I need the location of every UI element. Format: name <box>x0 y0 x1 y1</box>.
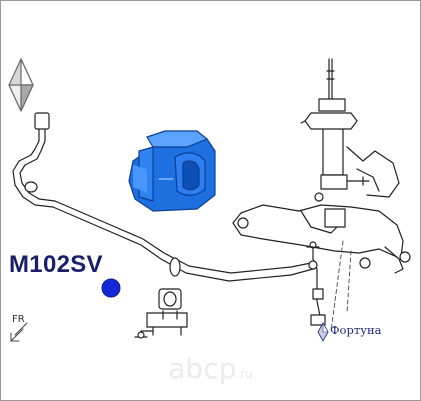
watermark-main: abcp <box>168 352 237 385</box>
brand-diamond-icon <box>317 322 329 342</box>
bushing-bracket <box>134 288 188 339</box>
watermark-suffix: .ru <box>236 367 253 381</box>
stabilizer-bar <box>12 112 314 282</box>
part-number: M102SV <box>9 251 103 278</box>
fr-label: FR <box>12 314 25 325</box>
diamond-logo <box>8 58 34 112</box>
blue-bushing <box>128 130 216 212</box>
shock-absorber <box>300 58 370 202</box>
bushing-callout-marker <box>101 278 121 298</box>
lower-control-arm <box>232 146 411 274</box>
stabilizer-link <box>306 241 326 326</box>
watermark: abcp.ru <box>1 352 420 385</box>
leader-lines <box>330 240 352 332</box>
brand-label: Фортуна <box>330 323 382 337</box>
fr-arrow-icon <box>10 322 28 342</box>
